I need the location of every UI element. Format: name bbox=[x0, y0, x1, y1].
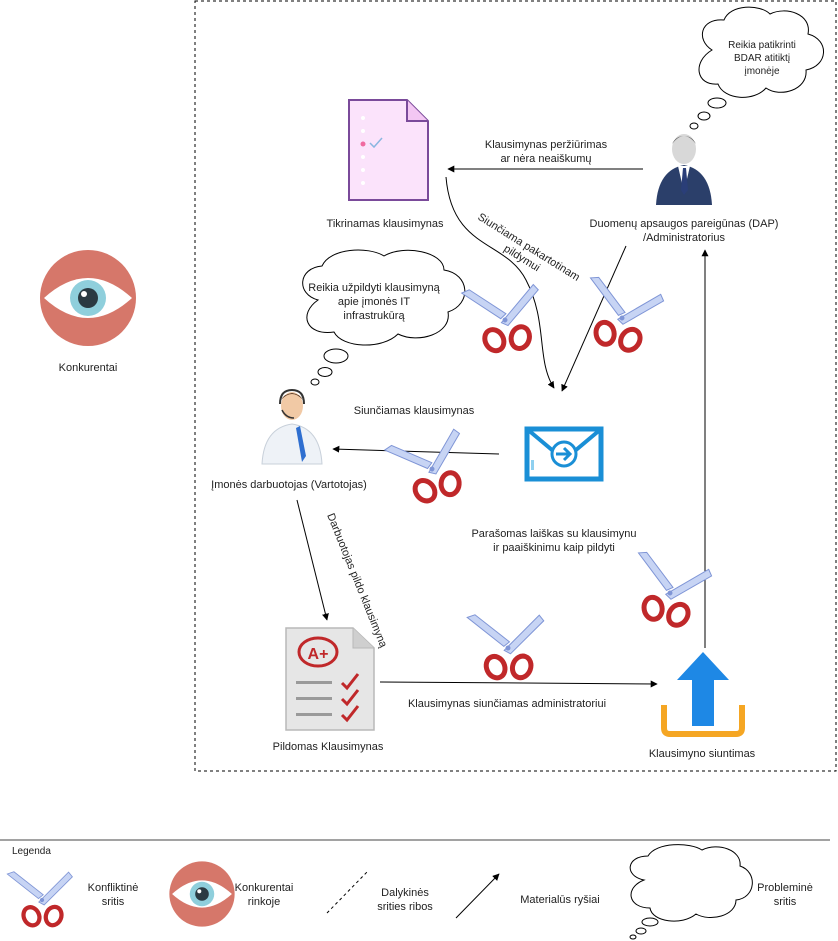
legend-boundary-line2: srities ribos bbox=[377, 901, 433, 913]
dpo-cloud-text-line1: Reikia patikrinti bbox=[728, 40, 796, 51]
employee-thought-cloud-icon bbox=[302, 249, 466, 386]
sending-label: Klausimyno siuntimas bbox=[649, 748, 756, 760]
graded-form-icon: A+ bbox=[285, 627, 375, 731]
edge-dpo-to-envelope bbox=[561, 245, 627, 392]
legend-material: Materialūs ryšiai bbox=[520, 894, 599, 906]
dpo-thought-cloud-icon bbox=[689, 6, 824, 130]
scissors-icon bbox=[461, 278, 548, 360]
legend-title: Legenda bbox=[12, 846, 51, 857]
legend-competitors-line1: Konkurentai bbox=[235, 882, 294, 894]
legend-thought-cloud-icon bbox=[629, 844, 753, 940]
edge-review-label-line2: ar nėra neaiškumų bbox=[500, 153, 591, 165]
edge-to-admin-label: Klausimynas siunčiamas administratoriui bbox=[408, 698, 606, 710]
dpo-label-line1: Duomenų apsaugos pareigūnas (DAP) bbox=[590, 218, 779, 230]
dpo-cloud-text-line2: BDAR atitiktį bbox=[734, 53, 790, 64]
employee-cloud-text-line1: Reikia užpildyti klausimyną bbox=[308, 282, 440, 294]
legend-eye-icon bbox=[169, 861, 235, 927]
edge-letter-label-line1: Parašomas laiškas su klausimynu bbox=[471, 528, 636, 540]
edge-form-to-upload bbox=[379, 680, 658, 688]
dpo-label-line2: /Administratorius bbox=[643, 232, 725, 244]
employee-cloud-text-line2: apie įmonės IT bbox=[338, 296, 410, 308]
dpo-cloud-text-line3: įmonėje bbox=[744, 66, 779, 77]
legend-scissors-icon bbox=[7, 867, 77, 932]
scissors-icon bbox=[627, 551, 714, 633]
employee-person-icon bbox=[261, 388, 323, 465]
employee-cloud-text-line3: infrastrukūrą bbox=[343, 310, 405, 322]
legend-problem-line2: sritis bbox=[774, 896, 797, 908]
legend-material-arrow bbox=[455, 873, 500, 919]
competitors-label: Konkurentai bbox=[59, 362, 118, 374]
employee-label: Įmonės darbuotojas (Vartotojas) bbox=[211, 479, 367, 491]
legend-competitors-line2: rinkoje bbox=[248, 896, 280, 908]
edge-letter-label-line2: ir paaiškinimu kaip pildyti bbox=[493, 542, 615, 554]
edge-send-questionnaire-label: Siunčiamas klausimynas bbox=[354, 405, 475, 417]
upload-icon bbox=[661, 652, 745, 737]
scissors-icon bbox=[579, 276, 666, 358]
edge-document-to-envelope bbox=[445, 176, 555, 389]
envelope-icon bbox=[524, 426, 604, 482]
scissors-icon bbox=[384, 422, 479, 514]
edge-review-label-line1: Klausimynas peržiūrimas bbox=[485, 139, 608, 151]
edge-envelope-to-employee bbox=[332, 445, 500, 455]
dpo-person-icon bbox=[656, 134, 712, 205]
legend-problem-line1: Probleminė bbox=[757, 882, 813, 894]
competitors-eye-icon bbox=[40, 250, 136, 346]
legend-boundary-line bbox=[326, 871, 368, 914]
checked-questionnaire-label: Tikrinamas klausimynas bbox=[327, 218, 444, 230]
legend-conflict-line2: sritis bbox=[102, 896, 125, 908]
filled-questionnaire-label: Pildomas Klausimynas bbox=[273, 741, 384, 753]
document-icon bbox=[348, 99, 429, 201]
scissors-icon bbox=[467, 609, 549, 685]
legend-boundary-line1: Dalykinės bbox=[381, 887, 429, 899]
edge-employee-to-form bbox=[296, 499, 329, 621]
domain-boundary bbox=[194, 0, 837, 772]
legend-conflict-line1: Konfliktinė bbox=[88, 882, 139, 894]
svg-text:A+: A+ bbox=[308, 646, 329, 663]
